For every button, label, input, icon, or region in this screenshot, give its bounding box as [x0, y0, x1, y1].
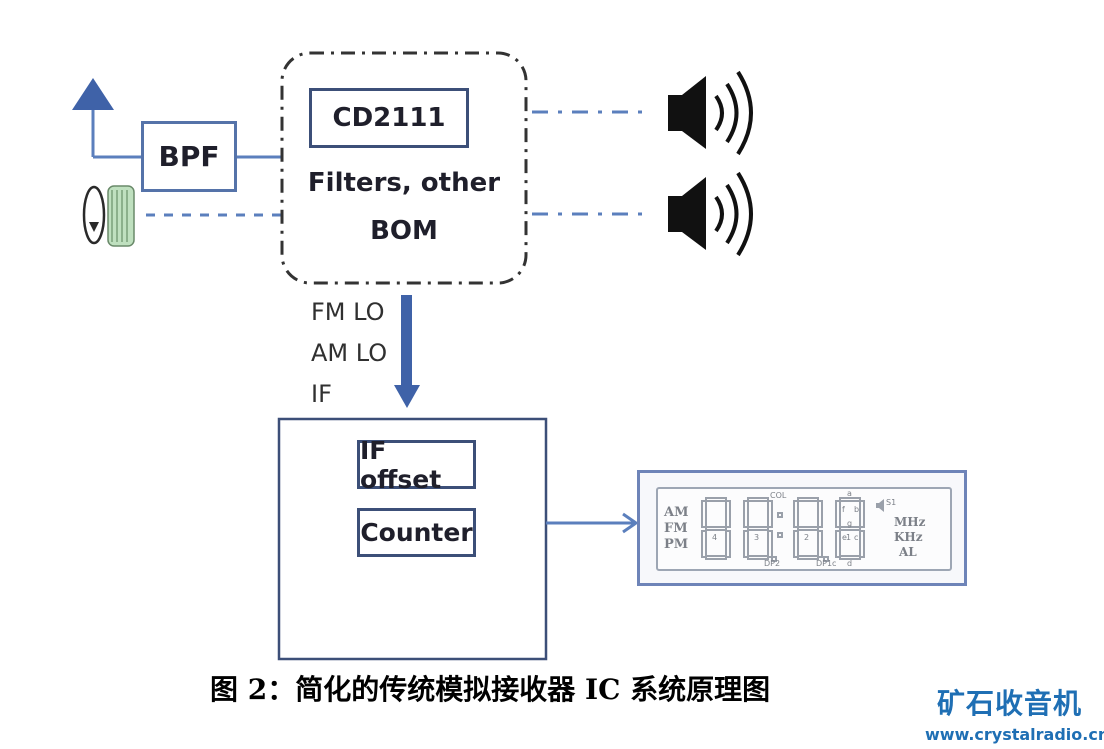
filters-label-line1: Filters, other: [307, 168, 501, 198]
antenna-icon: [72, 78, 141, 159]
watermark-logo: 矿石收音机: [937, 687, 1083, 720]
lcd-speaker-label: S1: [886, 498, 897, 507]
down-arrow: [394, 295, 420, 408]
lcd-digit: [835, 497, 865, 560]
figure-caption: 图 2：简化的传统模拟接收器 IC 系统原理图: [210, 673, 771, 706]
lcd-dp2-label: DP2: [764, 559, 781, 568]
lcd-mode-am: AM: [664, 505, 689, 520]
if-offset-label: IF offset: [360, 435, 442, 494]
lcd-segment-letter: e: [842, 533, 847, 542]
lcd-decimal-dot: [823, 556, 829, 562]
watermark-url: www.crystalradio.cn: [925, 725, 1104, 744]
lcd-digit-number: 1: [846, 533, 852, 542]
lcd-decimal-dot: [771, 556, 777, 562]
lcd-col-label: COL: [770, 491, 787, 500]
lcd-dp1-label: DP1: [816, 559, 833, 568]
chip-label: CD2111: [332, 103, 446, 133]
speaker-icon: [668, 171, 753, 257]
filters-label-line2: BOM: [370, 216, 438, 246]
lcd-unit-al: AL: [899, 545, 917, 559]
signal-label-am-lo: AM LO: [311, 339, 388, 367]
lcd-speaker-mark: [876, 499, 884, 512]
lcd-segment-letter: g: [847, 519, 853, 528]
lcd-segment-letter: b: [854, 505, 860, 514]
cd2111-chip-block: CD2111: [309, 88, 469, 148]
lcd-colon-dot: [777, 532, 783, 538]
lcd-panel: AM FM PM: [656, 487, 952, 571]
lcd-segment-letter: d: [847, 559, 853, 568]
counter-label: Counter: [360, 518, 473, 547]
if-offset-block: IF offset: [357, 436, 476, 494]
module-dashed-border: [280, 51, 528, 285]
bpf-block: BPF: [141, 121, 237, 192]
lcd-display: AM FM PM: [637, 470, 967, 586]
lcd-unit-khz: KHz: [894, 530, 923, 544]
lcd-unit-mhz: MHz: [894, 515, 926, 529]
speaker-icon: [668, 70, 753, 156]
lcd-digit-number: 3: [754, 533, 760, 542]
lcd-digit: [701, 497, 731, 560]
counter-block: Counter: [357, 508, 476, 557]
lcd-digit-number: 4: [712, 533, 718, 542]
bpf-label: BPF: [158, 140, 220, 173]
lcd-segment-letter: f: [842, 505, 845, 514]
lcd-mode-fm: FM: [664, 521, 688, 536]
lcd-digits: [701, 497, 884, 562]
lcd-digit-number: 2: [804, 533, 810, 542]
tuning-knob-icon: [82, 185, 135, 247]
lcd-digit: [743, 497, 773, 560]
lcd-digit: [793, 497, 823, 560]
lcd-colon-dot: [777, 512, 783, 518]
lcd-mark-letter: c: [832, 559, 837, 568]
lcd-segment-letter: a: [847, 489, 852, 498]
lcd-segment-letter: c: [854, 533, 859, 542]
signal-label-fm-lo: FM LO: [311, 298, 385, 326]
lcd-mode-pm: PM: [664, 537, 689, 552]
signal-label-if: IF: [311, 380, 332, 408]
right-arrow: [546, 512, 639, 534]
